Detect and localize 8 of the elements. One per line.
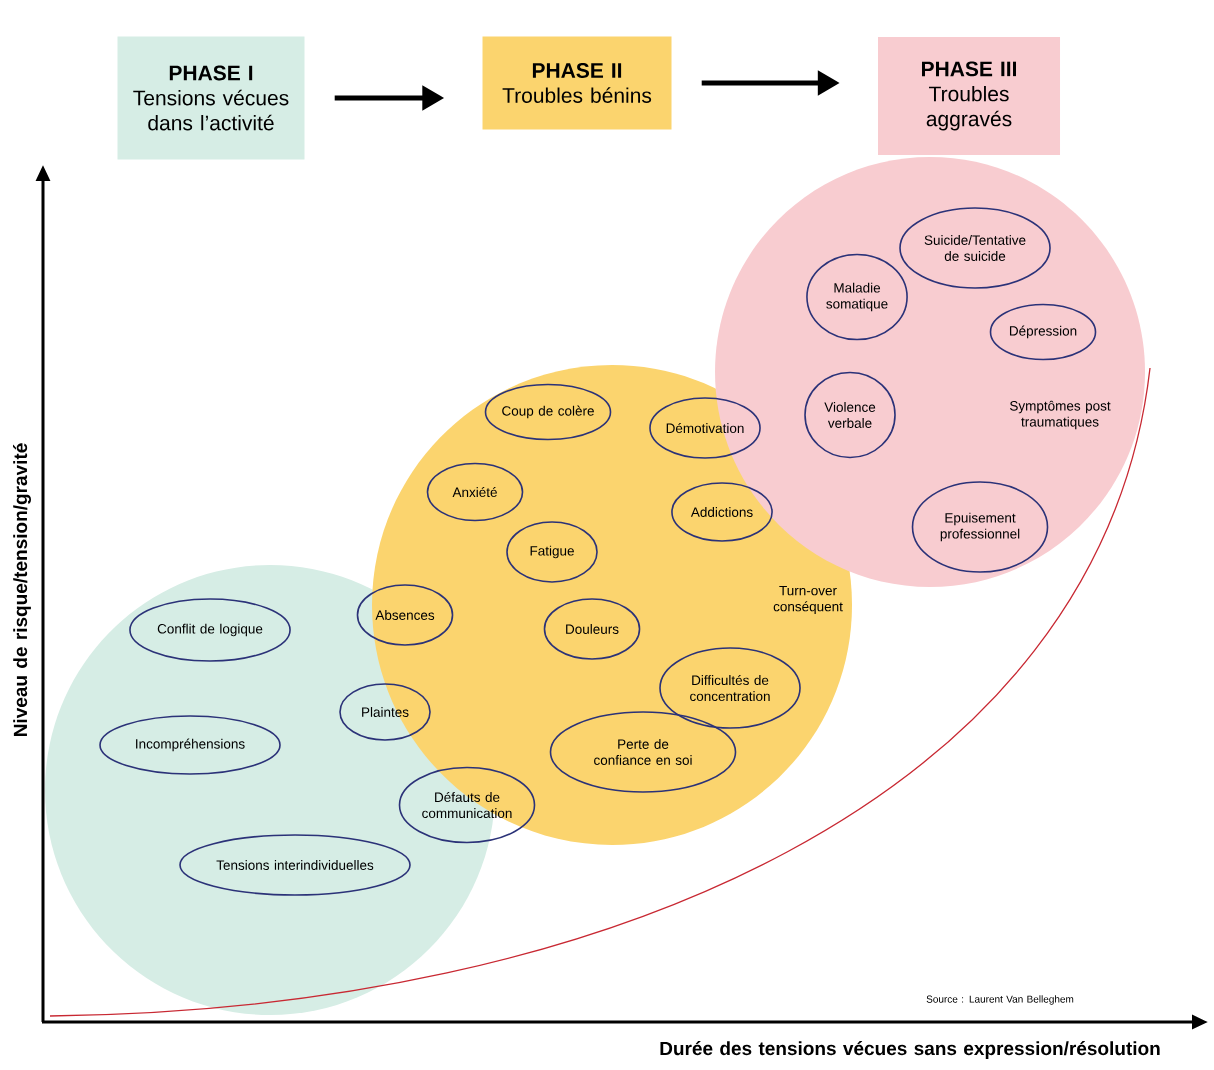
- phase-box: PHASE III Troubles aggravés: [878, 37, 1060, 155]
- phase-box: PHASE I Tensions vécues dans l’activité: [117, 36, 305, 160]
- axis-title: Durée des tensions vécues sans expression/résolution: [660, 1041, 1160, 1059]
- source-note: Source : Laurent Van Belleghem: [926, 995, 1074, 1005]
- side-note: Symptômes post traumatiques: [1010, 400, 1111, 430]
- phase-box: PHASE II Troubles bénins: [482, 36, 672, 130]
- side-note: Turn-over conséquent: [773, 585, 843, 615]
- axis-title: Niveau de risque/tension/gravité: [13, 443, 31, 736]
